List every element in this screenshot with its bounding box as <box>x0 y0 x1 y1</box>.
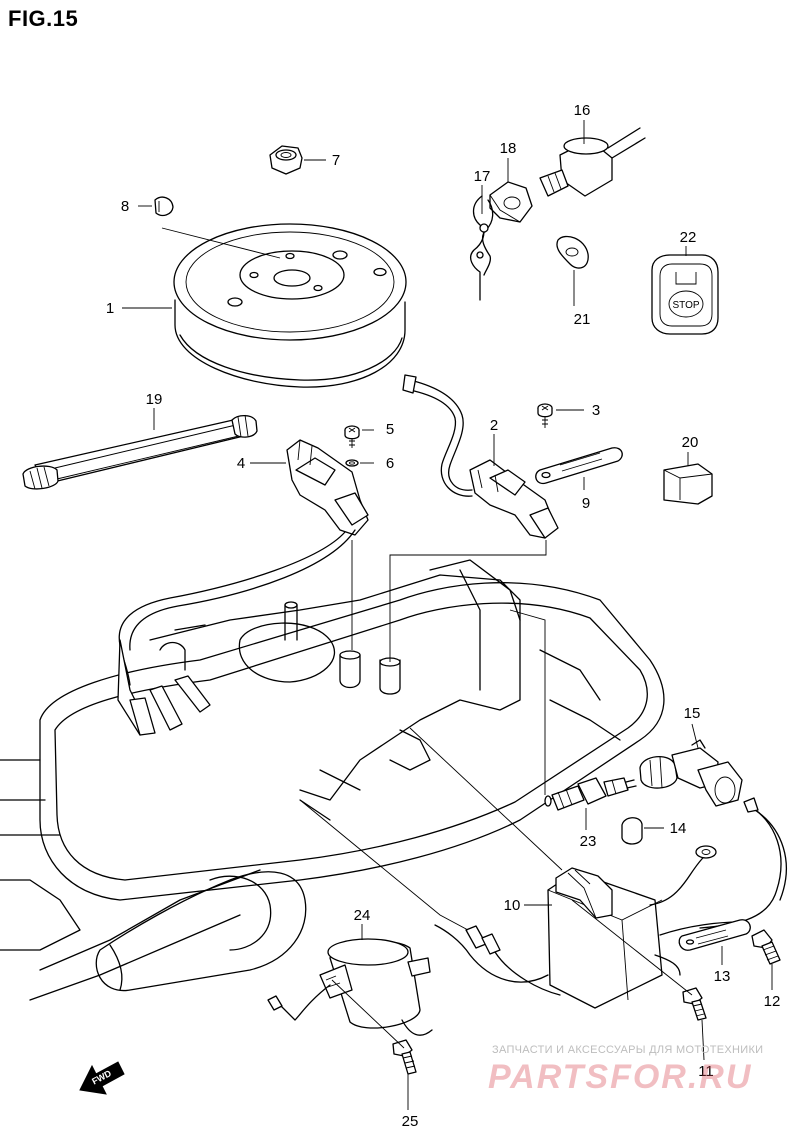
stop-switch-body <box>539 127 646 197</box>
cover-tube <box>22 414 258 490</box>
stop-switch-nut <box>489 181 533 223</box>
callout-15: 15 <box>684 705 701 722</box>
callout-19: 19 <box>146 391 163 408</box>
callout-16: 16 <box>574 102 591 119</box>
callout-20: 20 <box>682 434 699 451</box>
callout-21: 21 <box>574 311 591 328</box>
callout-4: 4 <box>237 455 245 472</box>
engine-block-detail <box>149 559 621 821</box>
callout-23: 23 <box>580 833 597 850</box>
callout-13: 13 <box>714 968 731 985</box>
callout-7: 7 <box>332 152 340 169</box>
callout-3: 3 <box>592 402 600 419</box>
stop-switch-lanyard <box>470 195 494 301</box>
coil-bolt-25 <box>392 1039 417 1075</box>
callout-17: 17 <box>474 168 491 185</box>
callout-25: 25 <box>402 1113 419 1130</box>
callout-2: 2 <box>490 417 498 434</box>
pulser-screw <box>344 425 360 448</box>
watermark-tagline: ЗАПЧАСТИ И АКСЕССУАРЫ ДЛЯ МОТОТЕХНИКИ <box>492 1044 764 1056</box>
callout-12: 12 <box>764 993 781 1010</box>
callout-14: 14 <box>670 820 687 837</box>
callout-18: 18 <box>500 140 517 157</box>
callout-6: 6 <box>386 455 394 472</box>
ignition-coil <box>267 938 433 1036</box>
bracket-bolt-12 <box>751 929 781 965</box>
lower-pipe <box>95 871 307 992</box>
callout-11: 11 <box>698 1063 714 1080</box>
fwd-direction-arrow: FWD <box>79 1061 125 1095</box>
stop-label-text: STOP <box>672 300 699 311</box>
callout-9: 9 <box>582 495 590 512</box>
callout-8: 8 <box>121 198 129 215</box>
cdi-bracket <box>678 919 751 951</box>
flywheel <box>173 223 407 388</box>
pulser-coil-left <box>117 439 369 736</box>
grommet-cap <box>663 463 713 505</box>
leader-lines <box>122 120 773 1110</box>
watermark-logo: PARTSFOR.RU <box>488 1058 753 1096</box>
callout-10: 10 <box>504 897 521 914</box>
stop-switch-washer <box>556 235 589 269</box>
flywheel-nut <box>269 145 303 175</box>
spark-plug-cap <box>639 739 743 807</box>
pulser-washer <box>345 459 359 467</box>
plug-cap-small <box>621 817 643 845</box>
callout-22: 22 <box>680 229 697 246</box>
callout-24: 24 <box>354 907 371 924</box>
callout-1: 1 <box>106 300 114 317</box>
pulser-screw-right <box>537 403 553 428</box>
cdi-unit <box>434 845 741 1009</box>
stop-label-plate: STOP <box>651 254 719 335</box>
pulser-coil-right <box>402 374 559 539</box>
wire-clamp <box>535 447 623 485</box>
high-tension-lead <box>699 797 787 929</box>
figure-title: FIG.15 <box>8 6 79 31</box>
cdi-bolt-11 <box>682 987 707 1021</box>
spark-plug <box>544 777 637 811</box>
cdi-coil-connector <box>465 925 561 996</box>
callout-5: 5 <box>386 421 394 438</box>
woodruff-key <box>154 196 174 217</box>
callout-numbers: 1 2 3 4 5 6 7 8 9 10 11 12 13 14 15 16 1… <box>106 102 781 1130</box>
